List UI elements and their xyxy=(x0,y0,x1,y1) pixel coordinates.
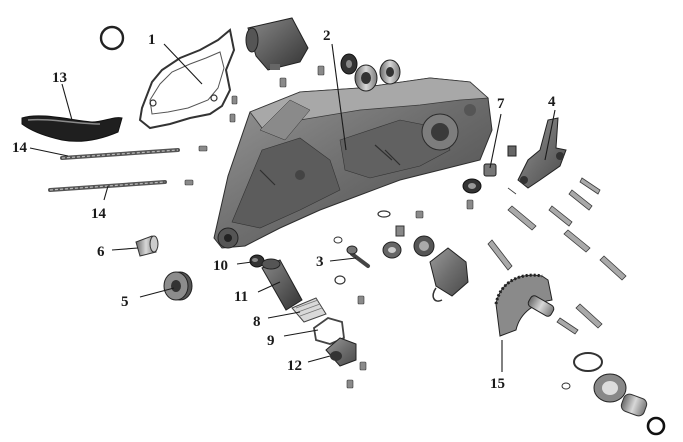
svg-text:1: 1 xyxy=(148,32,156,48)
svg-text:7: 7 xyxy=(497,96,505,112)
callout-6: 6 xyxy=(97,244,139,260)
plug-and-seals xyxy=(377,145,517,218)
callout-14-top: 14 xyxy=(12,140,69,157)
bushing xyxy=(135,235,159,257)
callout-8: 8 xyxy=(253,311,301,330)
strainer xyxy=(291,297,327,323)
callout-14-bottom: 14 xyxy=(91,185,109,222)
svg-text:14: 14 xyxy=(91,206,107,222)
callout-1: 1 xyxy=(148,32,203,85)
callout-2: 2 xyxy=(323,28,347,151)
kick-spindle xyxy=(382,225,469,302)
svg-text:3: 3 xyxy=(316,254,324,270)
callout-9: 9 xyxy=(267,329,319,349)
svg-text:10: 10 xyxy=(213,258,228,274)
callout-10: 10 xyxy=(213,258,253,274)
svg-text:15: 15 xyxy=(490,376,505,392)
callout-15: 15 xyxy=(490,340,505,392)
kick-gear xyxy=(494,273,555,337)
guide-rods xyxy=(48,148,180,192)
svg-text:2: 2 xyxy=(323,28,331,44)
small-bolts xyxy=(184,65,474,389)
callout-11: 11 xyxy=(234,281,281,305)
callout-12: 12 xyxy=(287,355,331,374)
svg-text:14: 14 xyxy=(12,140,28,156)
svg-text:12: 12 xyxy=(287,358,302,374)
rings xyxy=(561,352,666,436)
crankcase xyxy=(213,77,493,249)
bracket xyxy=(517,117,567,189)
callout-3: 3 xyxy=(316,254,357,270)
callouts: 1 2 3 4 5 6 7 8 xyxy=(12,28,556,392)
drain-cap xyxy=(325,337,357,367)
oil-filter xyxy=(261,258,303,311)
small-gear xyxy=(163,271,193,301)
seal-cap xyxy=(249,254,265,268)
o-ring xyxy=(99,25,125,51)
bearings xyxy=(340,53,401,92)
cover-gasket xyxy=(138,28,236,130)
svg-text:13: 13 xyxy=(52,70,67,86)
stud xyxy=(333,236,370,285)
starter-motor xyxy=(245,17,309,71)
callout-7: 7 xyxy=(489,96,505,169)
svg-text:9: 9 xyxy=(267,333,275,349)
gasket-9 xyxy=(313,317,345,345)
svg-text:5: 5 xyxy=(121,294,129,310)
callout-13: 13 xyxy=(52,70,73,121)
callout-5: 5 xyxy=(121,287,175,310)
callout-4: 4 xyxy=(544,94,556,161)
svg-text:11: 11 xyxy=(234,289,248,305)
svg-text:6: 6 xyxy=(97,244,105,260)
svg-text:4: 4 xyxy=(548,94,556,110)
long-bolts xyxy=(487,177,627,335)
chain-guide xyxy=(21,115,123,142)
svg-text:8: 8 xyxy=(253,314,261,330)
